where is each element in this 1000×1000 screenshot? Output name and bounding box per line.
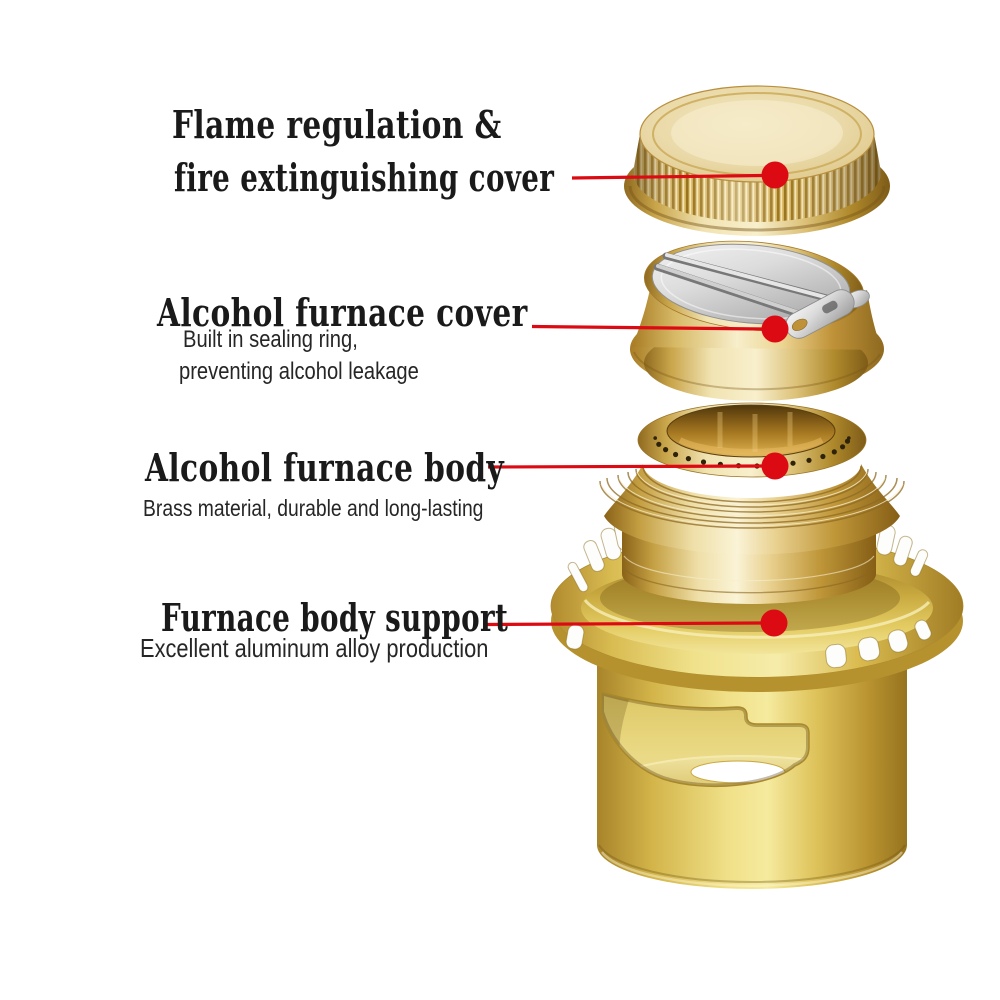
furnace-body-subtitle: Brass material, durable and long-lasting [143, 495, 484, 521]
alcohol-furnace-body-part [599, 402, 905, 604]
support-vent-slots-front [565, 619, 932, 669]
flame-cover-title-line1: Flame regulation & [172, 102, 502, 147]
furnace-cover-title: Alcohol furnace cover [157, 290, 528, 335]
furnace-cover-subtitle-line1: Built in sealing ring, [183, 326, 358, 353]
callout-dot-body-support [760, 609, 788, 637]
flame-regulation-cover-part [624, 85, 890, 236]
folding-handle [653, 252, 870, 339]
body-support-title: Furnace body support [161, 595, 509, 640]
support-front-rim [551, 606, 963, 677]
thread-grooves [599, 465, 905, 529]
interior-streaks [717, 412, 793, 452]
thread-highlights [600, 471, 904, 527]
callouts [485, 161, 789, 637]
callout-dot-flame-cover [761, 161, 789, 189]
support-window-edge [600, 690, 810, 788]
callout-line-body-support [485, 621, 762, 627]
alcohol-furnace-cover-part [630, 240, 884, 401]
callout-line-flame-cover [571, 173, 763, 180]
flame-cover-title-line2: fire extinguishing cover [174, 155, 555, 200]
handle-clasp [785, 289, 855, 339]
callout-line-furnace-cover [531, 324, 764, 331]
callout-dot-furnace-cover [761, 315, 789, 343]
body-support-subtitle: Excellent aluminum alloy production [140, 633, 489, 663]
furnace-body-title: Alcohol furnace body [145, 445, 505, 490]
furnace-cover-subtitle-line2: preventing alcohol leakage [179, 358, 419, 385]
callout-line-furnace-body [487, 464, 763, 469]
callout-dot-furnace-body [761, 452, 789, 480]
